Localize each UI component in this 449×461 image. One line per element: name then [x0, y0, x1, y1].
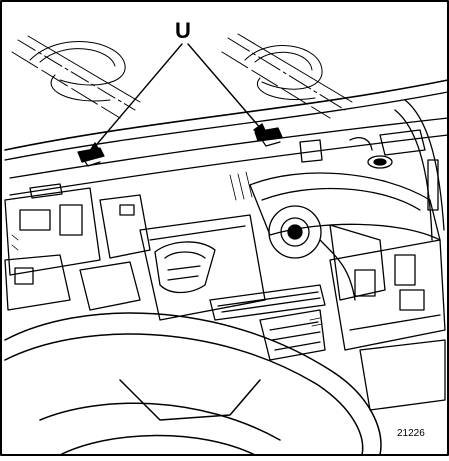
hatching-details [11, 171, 323, 327]
windscreen-seal [4, 91, 449, 161]
dashboard-top-panel [9, 117, 449, 199]
instrument-binnacle [249, 172, 441, 301]
centre-air-vents [139, 214, 326, 361]
windscreen-clip-left [77, 147, 105, 167]
figure-number: 21226 [397, 428, 425, 439]
windscreen-reflection-left [11, 35, 141, 119]
windscreen-reflection-right [221, 33, 353, 119]
callout-arrows [85, 43, 269, 158]
dashboard-left-structure [4, 187, 151, 311]
steering-wheel [4, 312, 382, 456]
dashboard-right-structure [329, 239, 446, 411]
windscreen-edge [4, 79, 449, 151]
callout-label-u: U [175, 18, 191, 43]
windscreen-clip-right [254, 127, 283, 147]
